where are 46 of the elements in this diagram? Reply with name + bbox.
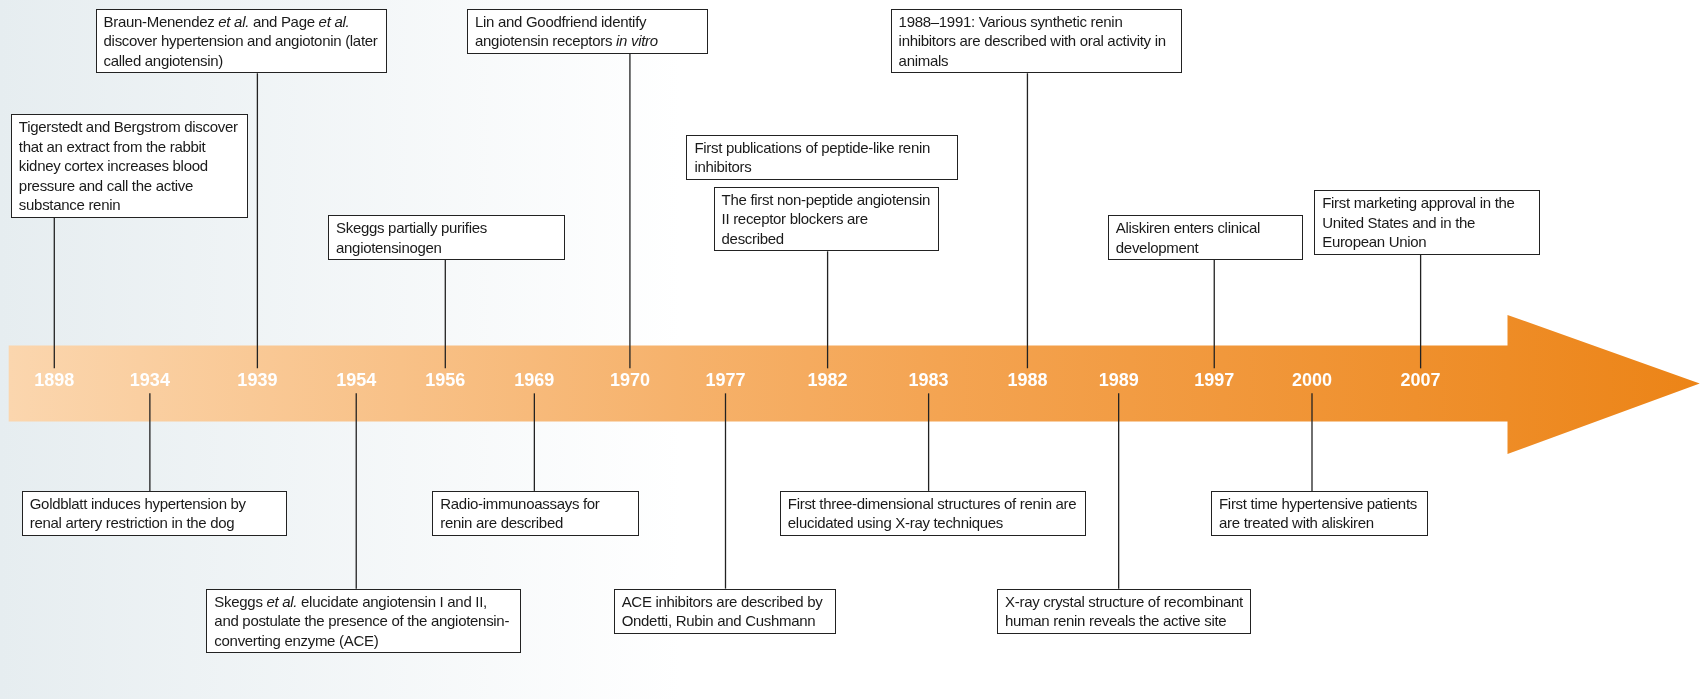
- leader-line: [1026, 72, 1029, 369]
- event-box: Skeggs partially purifies angiotensinogen: [328, 215, 565, 261]
- leader-line: [927, 392, 930, 492]
- event-box: Lin and Goodfriend identify angiotensin receptors in vitro: [467, 8, 709, 54]
- event-box: ACE inhibitors are described by Ondetti, Rubin and Cushmann: [613, 588, 837, 634]
- event-box: X-ray crystal structure of recombinant human renin reveals the active site: [997, 588, 1252, 634]
- year-label: 1898: [34, 370, 75, 392]
- year-label: 1977: [705, 370, 746, 392]
- event-box: First marketing approval in the United States and in the European Union: [1314, 190, 1541, 255]
- leader-line: [355, 392, 357, 590]
- leader-line: [533, 392, 535, 492]
- year-label: 1989: [1098, 370, 1139, 392]
- leader-line: [1118, 392, 1120, 590]
- year-label: 1983: [908, 370, 949, 392]
- event-box: First time hypertensive patients are treated with aliskiren: [1211, 490, 1429, 536]
- year-label: 1988: [1007, 370, 1048, 392]
- leader-line: [724, 392, 727, 590]
- year-label: 1939: [237, 370, 278, 392]
- leader-line: [629, 53, 631, 369]
- year-label: 1934: [129, 370, 170, 392]
- leader-line: [53, 216, 55, 369]
- year-label: 1970: [609, 370, 650, 392]
- event-box: 1988–1991: Various synthetic renin inhibitors are described with oral activity in animals: [890, 8, 1182, 74]
- leader-line: [1311, 392, 1313, 492]
- leader-line: [444, 259, 446, 369]
- leader-line: [256, 72, 259, 369]
- year-label: 2007: [1400, 370, 1441, 392]
- leader-line: [1419, 253, 1422, 369]
- event-box: Radio-immunoassays for renin are described: [432, 490, 639, 536]
- year-label: 1982: [807, 370, 848, 392]
- event-box: Goldblatt induces hypertension by renal artery restriction in the dog: [21, 490, 287, 536]
- leader-line: [1213, 259, 1215, 369]
- event-box: Skeggs et al. elucidate angiotensin I and II, and postulate the presence of the angiotensin-converting enzyme (ACE): [206, 588, 522, 654]
- leader-line: [149, 392, 151, 492]
- event-box: The first non-peptide angiotensin II receptor blockers are described: [713, 186, 940, 252]
- event-box: Braun-Menendez et al. and Page et al. discover hypertension and angiotonin (later called angiotensin): [95, 8, 387, 74]
- year-label: 1956: [425, 370, 466, 392]
- year-label: 1997: [1194, 370, 1235, 392]
- year-label: 1969: [514, 370, 555, 392]
- leader-line: [826, 250, 829, 369]
- event-box: Tigerstedt and Bergstrom discover that an extract from the rabbit kidney cortex increases blood pressure and call the active substance renin: [10, 114, 248, 218]
- year-label: 2000: [1292, 370, 1332, 392]
- event-box: First three-dimensional structures of renin are elucidated using X-ray techniques: [779, 490, 1087, 536]
- event-box: Aliskiren enters clinical development: [1107, 215, 1304, 261]
- event-box: First publications of peptide-like renin inhibitors: [686, 134, 958, 180]
- year-label: 1954: [336, 370, 377, 392]
